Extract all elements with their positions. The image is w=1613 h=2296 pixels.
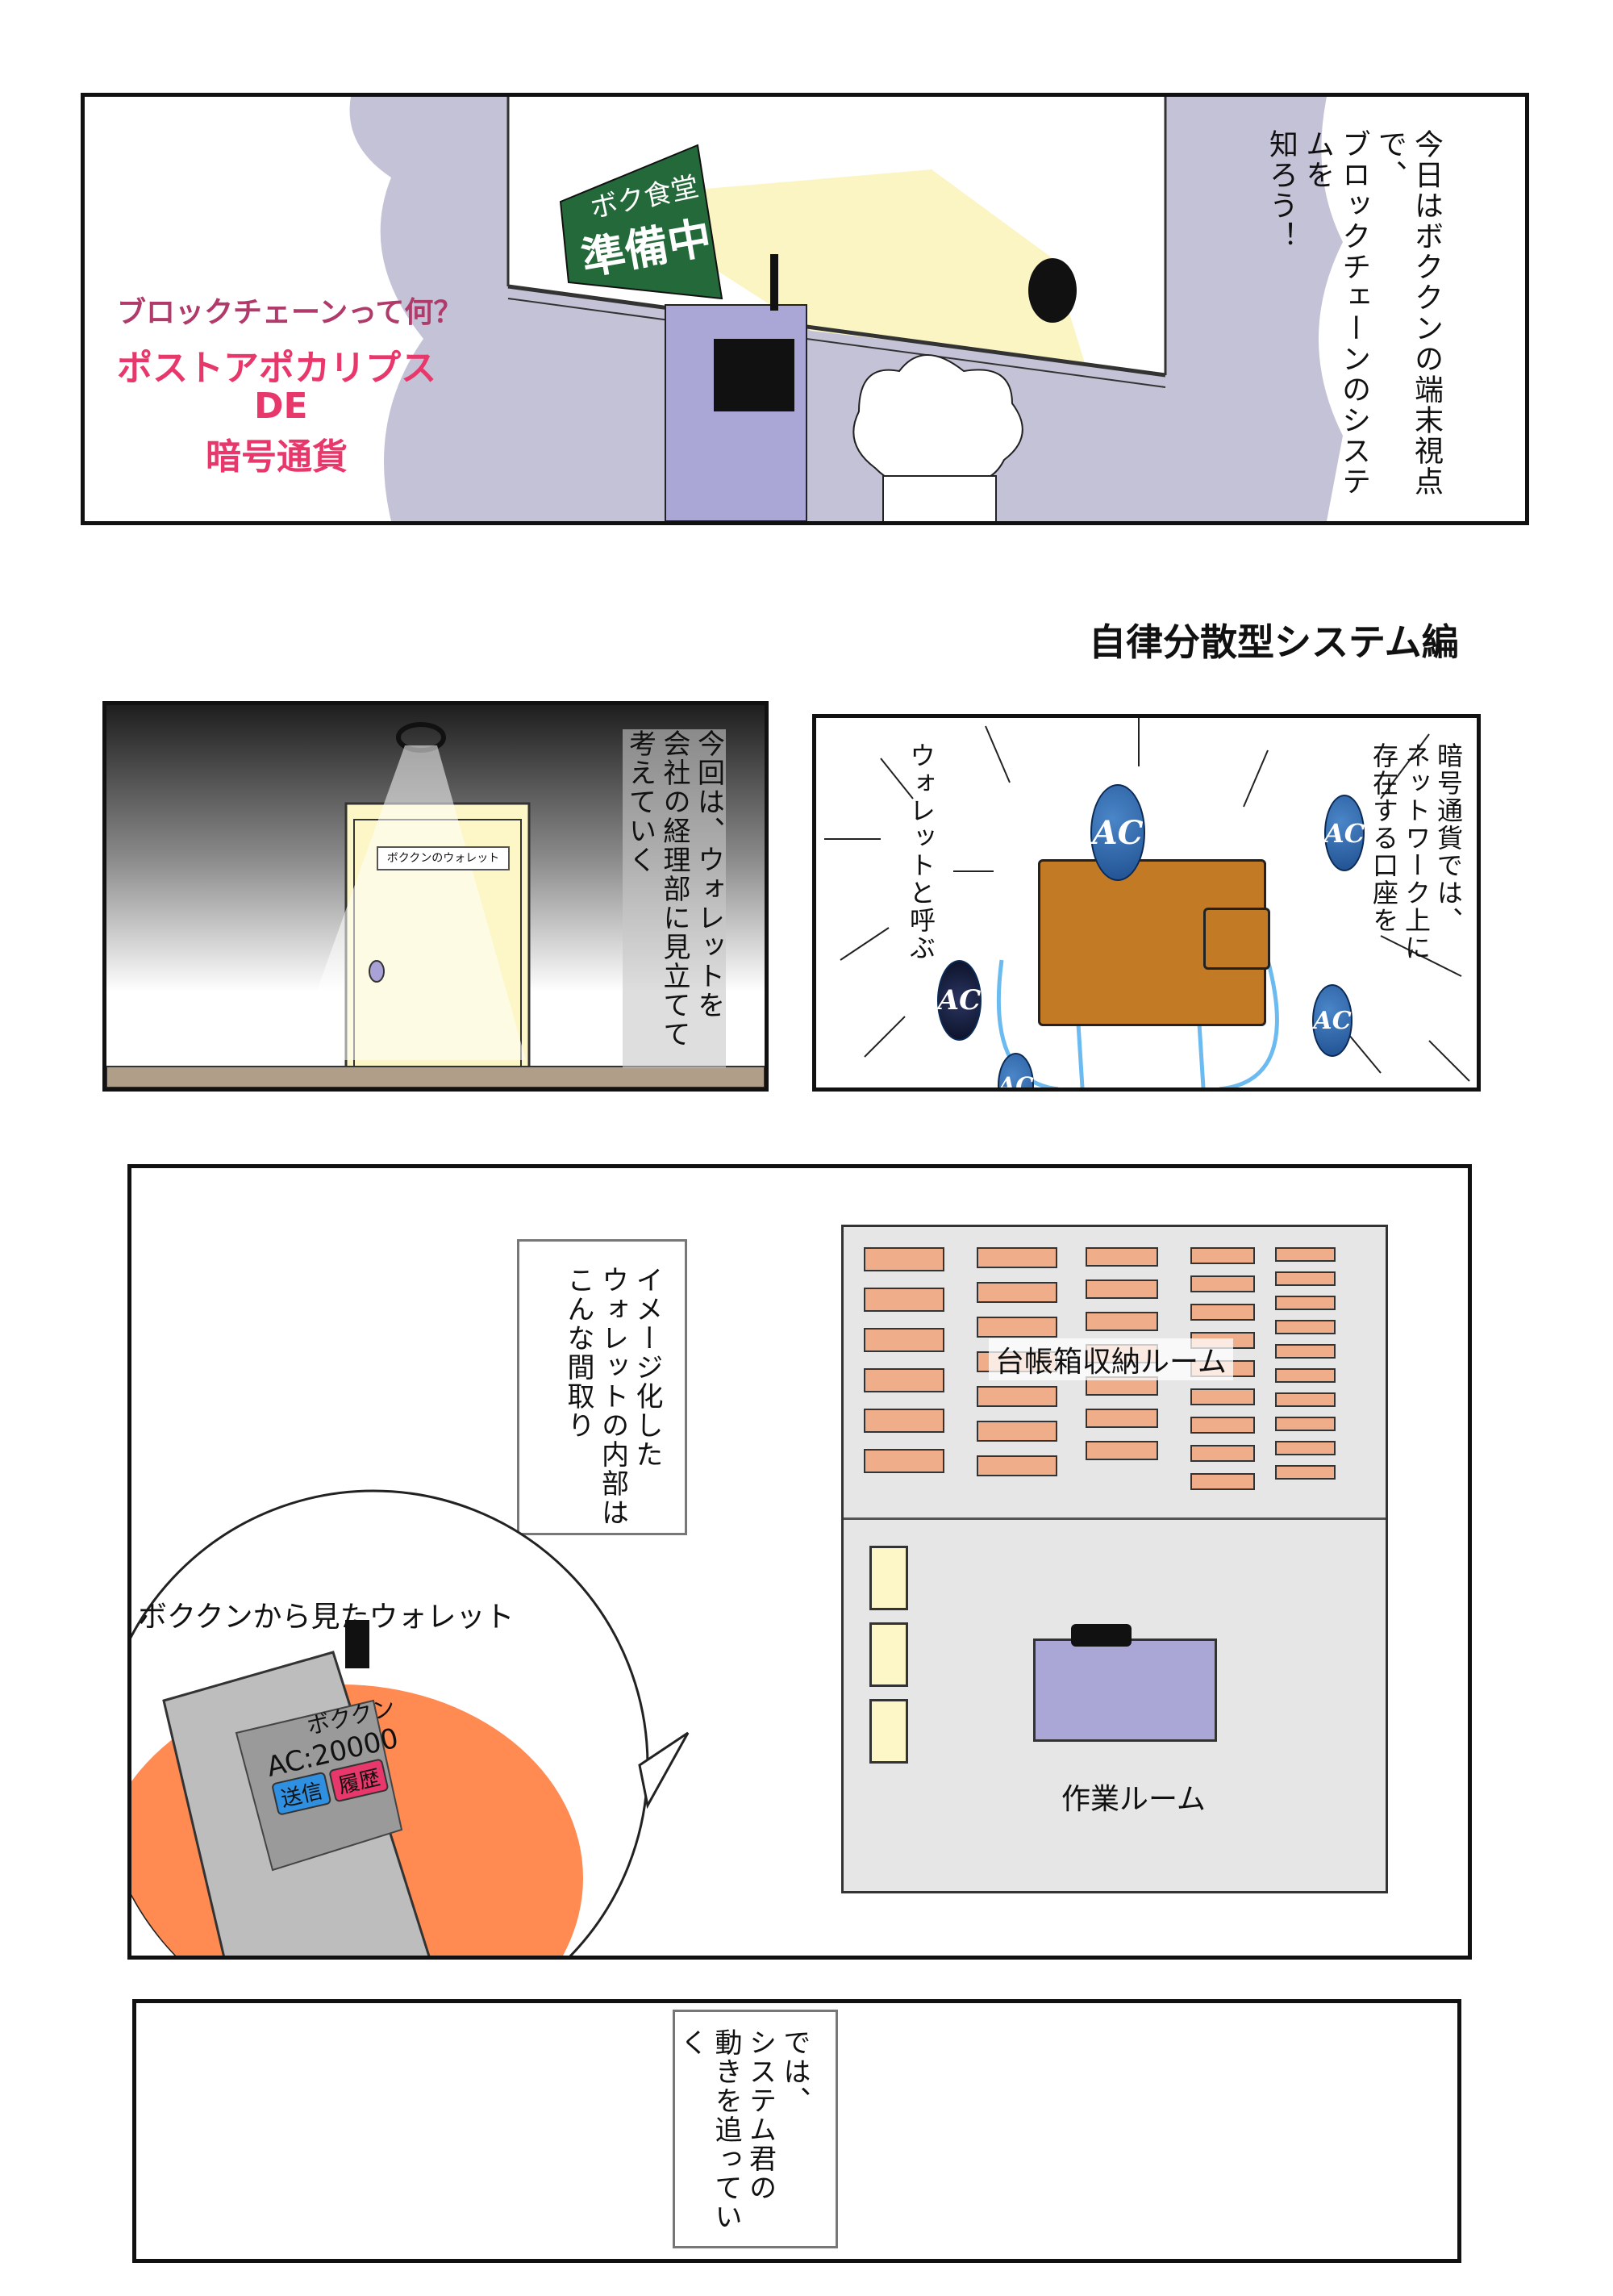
ledger-box bbox=[1086, 1409, 1158, 1428]
ledger-box bbox=[864, 1368, 944, 1392]
panel-1: ボク食堂 準備中 ブロックチェーンって何？ ポストアポカリプス DE 暗号通貨 … bbox=[81, 93, 1529, 525]
bubble-label: ボククンから見たウォレット bbox=[138, 1601, 515, 1634]
ledger-box bbox=[864, 1288, 944, 1312]
ledger-box bbox=[864, 1328, 944, 1352]
room-storage-label: 台帳箱収納ルーム bbox=[989, 1338, 1233, 1380]
narration-line: ブロックチェーンのシステムを bbox=[1301, 129, 1370, 497]
ledger-box bbox=[1190, 1275, 1255, 1292]
cabinet bbox=[869, 1546, 908, 1610]
ledger-box bbox=[977, 1282, 1057, 1303]
caption-line: こんな間取り bbox=[562, 1266, 594, 1440]
narration-right: 暗号通貨では、 ネットワーク上に 存在する口座を bbox=[1368, 742, 1465, 984]
alley-background: ボク食堂 準備中 bbox=[349, 97, 1343, 521]
narration-line: 今日はボククンの端末視点で、 bbox=[1373, 129, 1443, 497]
panel-3: AC AC AC AC AC 暗号通貨では、 ネットワーク上に 存在する口座を … bbox=[812, 714, 1481, 1092]
ledger-box bbox=[1190, 1473, 1255, 1490]
ledger-box bbox=[1275, 1320, 1336, 1334]
narration: 今日はボククンの端末視点で、 ブロックチェーンのシステムを 知ろう！ bbox=[1263, 129, 1444, 508]
ledger-box bbox=[1275, 1296, 1336, 1310]
panel-4: イメージ化した ウォレットの内部は こんな間取り 台帳箱収納ルーム 作業ルーム … bbox=[127, 1164, 1472, 1960]
ledger-box bbox=[1190, 1388, 1255, 1405]
ledger-box bbox=[864, 1247, 944, 1271]
caption-line: イメージ化した bbox=[631, 1266, 663, 1469]
ledger-box bbox=[1275, 1392, 1336, 1407]
caption-text: では、 システム君の 動きを追っていく bbox=[674, 2028, 811, 2246]
ledger-box bbox=[1275, 1271, 1336, 1286]
panel-5: では、 システム君の 動きを追っていく bbox=[132, 1999, 1461, 2263]
wallet-clasp bbox=[1203, 908, 1270, 970]
computer-icon bbox=[1071, 1624, 1132, 1647]
caption-text: イメージ化した ウォレットの内部は こんな間取り bbox=[561, 1266, 665, 1527]
narration-left: ウォレットと呼ぶ bbox=[906, 742, 936, 962]
title-line-1: ポストアポカリプス bbox=[117, 348, 436, 389]
ledger-box bbox=[1190, 1247, 1255, 1264]
coin-icon: AC bbox=[1324, 795, 1365, 871]
coin-icon: AC bbox=[1090, 784, 1145, 881]
narration-line: 今回は、ウォレットを bbox=[692, 729, 725, 1020]
speech-bubble bbox=[131, 1489, 690, 1956]
room-divider bbox=[844, 1517, 1386, 1520]
desk bbox=[1033, 1639, 1217, 1742]
cabinet bbox=[869, 1699, 908, 1764]
ledger-box bbox=[1086, 1441, 1158, 1460]
narration-line: ネットワーク上に bbox=[1401, 742, 1432, 962]
ledger-box bbox=[977, 1386, 1057, 1407]
narration-line: 暗号通貨では、 bbox=[1433, 742, 1464, 934]
coin-icon: AC bbox=[937, 960, 982, 1041]
ledger-box bbox=[1086, 1247, 1158, 1267]
ledger-box bbox=[977, 1421, 1057, 1442]
caption-box: イメージ化した ウォレットの内部は こんな間取り bbox=[517, 1239, 687, 1535]
coin-icon: AC bbox=[1312, 984, 1353, 1057]
ledger-box bbox=[1275, 1465, 1336, 1480]
floor-plan: 台帳箱収納ルーム 作業ルーム bbox=[841, 1225, 1388, 1893]
ledger-box bbox=[1086, 1279, 1158, 1299]
panel-2: ボククンのウォレット 今回は、ウォレットを 会社の経理部に見立てて 考えていく bbox=[102, 701, 769, 1092]
cabinet bbox=[869, 1622, 908, 1687]
wallet-icon bbox=[1038, 859, 1266, 1026]
ledger-box bbox=[1275, 1247, 1336, 1262]
narration: 今回は、ウォレットを 会社の経理部に見立てて 考えていく bbox=[623, 729, 726, 1068]
caption-box: では、 システム君の 動きを追っていく bbox=[673, 2010, 838, 2248]
title-line-2: DE bbox=[254, 386, 308, 427]
ledger-box bbox=[977, 1317, 1057, 1338]
ledger-box bbox=[864, 1449, 944, 1473]
narration-line: 存在する口座を bbox=[1369, 742, 1399, 934]
caption-line: では、 bbox=[778, 2028, 811, 2115]
narration-line: 考えていく bbox=[623, 729, 656, 875]
door-sign: ボククンのウォレット bbox=[377, 846, 510, 870]
ledger-box bbox=[1086, 1312, 1158, 1331]
ledger-box bbox=[977, 1455, 1057, 1476]
narration-line: 会社の経理部に見立てて bbox=[658, 729, 690, 1049]
ledger-box bbox=[1275, 1344, 1336, 1359]
ledger-box bbox=[1190, 1417, 1255, 1434]
subtitle: ブロックチェーンって何？ bbox=[117, 296, 463, 329]
caption-line: 動きを追っていく bbox=[675, 2028, 743, 2231]
ledger-box bbox=[1275, 1368, 1336, 1383]
ledger-box bbox=[977, 1247, 1057, 1268]
ledger-box bbox=[1275, 1417, 1336, 1431]
caption-line: ウォレットの内部は bbox=[596, 1266, 629, 1527]
episode-title: 自律分散型システム編 bbox=[1089, 620, 1459, 664]
ledger-box bbox=[1275, 1441, 1336, 1455]
title-line-3: 暗号通貨 bbox=[206, 436, 348, 478]
room-work-label: 作業ルーム bbox=[1061, 1783, 1206, 1816]
ledger-box bbox=[864, 1409, 944, 1433]
ledger-box bbox=[1190, 1445, 1255, 1462]
ledger-box bbox=[1190, 1304, 1255, 1321]
narration-line: 知ろう！ bbox=[1265, 129, 1298, 252]
caption-line: システム君の bbox=[744, 2028, 777, 2202]
